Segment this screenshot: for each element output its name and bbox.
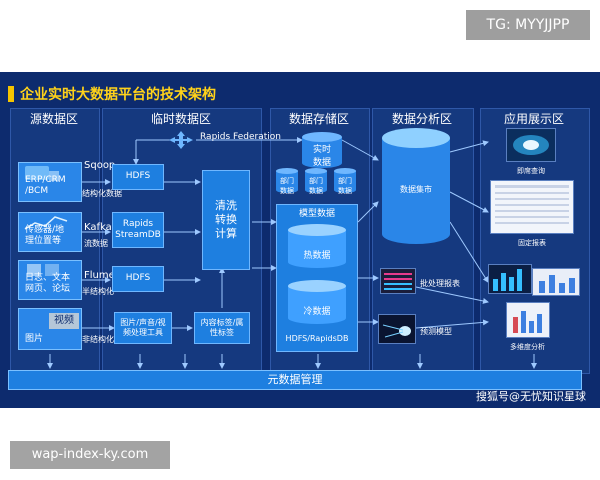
temp-zone-title: 临时数据区: [150, 112, 211, 126]
flume-sublabel: 半结构化: [82, 287, 114, 296]
kafka-sublabel: 流数据: [84, 239, 108, 248]
hot-data-label: 热数据: [303, 251, 331, 261]
multi-dim-thumbnail-1: [488, 264, 532, 294]
dept-data-label-1: 部门 数据: [280, 177, 294, 195]
batch-report-label: 批处理报表: [420, 279, 460, 288]
cold-data-cylinder: [288, 280, 346, 324]
multi-dim-thumbnail-3: [506, 302, 550, 338]
predict-model-thumbnail: [378, 314, 416, 344]
source-erp-text: ERP/CRM /BCM: [25, 175, 66, 197]
media-tool-box: 图片/声音/视 频处理工具: [114, 312, 172, 344]
video-thumbnail: 视频: [49, 313, 79, 329]
title-accent: [8, 86, 14, 102]
sohu-watermark: 搜狐号@无忧知识星球: [476, 390, 586, 403]
source-sensor-text: 传感器/地 理位置等: [25, 225, 65, 247]
federation-label: Rapids Federation: [200, 132, 281, 142]
fixed-report-label: 固定报表: [518, 239, 546, 247]
multi-dim-thumbnail-2: [532, 268, 580, 296]
sqoop-label: Sqoop: [84, 160, 116, 171]
tg-label: TG: MYYJJPP: [466, 10, 590, 40]
hdfs-box-2: HDFS: [112, 266, 164, 292]
dept-data-label-3: 部门 数据: [338, 177, 352, 195]
sqoop-sublabel: 结构化数据: [82, 189, 122, 198]
storage-zone-title: 数据存储区: [288, 112, 349, 126]
dept-data-label-2: 部门 数据: [309, 177, 323, 195]
federation-icon: [169, 131, 193, 149]
kafka-label: Kafka: [84, 222, 112, 233]
source-media: 视频 图片: [18, 308, 82, 350]
batch-report-thumbnail: [380, 268, 416, 294]
source-sensor: 传感器/地 理位置等: [18, 212, 82, 252]
chart-line-icon: [24, 216, 68, 230]
fixed-report-thumbnail: [490, 180, 574, 234]
source-zone-title: 源数据区: [29, 112, 78, 126]
dashboard-icon: [513, 135, 549, 155]
source-erp-crm: ERP/CRM /BCM: [18, 162, 82, 202]
report-grid-icon: [384, 273, 412, 290]
predict-model-label: 预测模型: [420, 327, 452, 336]
flume-label: Flume: [84, 270, 115, 281]
hot-data-cylinder: [288, 224, 346, 268]
data-mart-cylinder: [382, 128, 450, 244]
table-icon: [495, 185, 569, 224]
tagging-box: 内容标签/属 性标签: [194, 312, 250, 344]
diagram-title: 企业实时大数据平台的技术架构: [20, 87, 216, 103]
site-label: wap-index-ky.com: [10, 441, 170, 469]
column-chart-icon: [539, 275, 575, 293]
analysis-zone-title: 数据分析区: [391, 112, 452, 126]
database-icon: [25, 166, 59, 181]
dept-data-cylinders: [276, 168, 356, 193]
cold-data-label: 冷数据: [303, 307, 331, 317]
architecture-diagram: 企业实时大数据平台的技术架构 源数据区 临时数据区 数据存储区 数据分析区 应用…: [0, 72, 600, 408]
hdfs-box-1: HDFS: [112, 164, 164, 190]
instant-query-label: 即席查询: [517, 167, 545, 175]
instant-query-thumbnail: [506, 128, 556, 162]
realtime-data-label: 实时 数据: [312, 145, 331, 168]
source-media-text: 图片: [25, 334, 44, 345]
connector-lines: [47, 137, 537, 369]
unstructured-sublabel: 非结构化: [82, 335, 114, 344]
display-zone-title: 应用展示区: [503, 112, 564, 126]
metadata-management-bar: 元数据管理: [8, 370, 582, 390]
data-mart-label: 数据集市: [400, 185, 432, 194]
bar-chart-icon: [513, 311, 542, 333]
document-icon: [27, 264, 59, 276]
clean-transform-box: 清洗 转换 计算: [202, 170, 250, 270]
hdfs-rapidsdb-label: HDFS/RapidsDB: [285, 334, 349, 343]
multi-dim-label: 多维度分析: [510, 343, 545, 351]
source-logs-text: 日志、文本 网页、论坛: [25, 273, 71, 295]
bar-chart-icon: [493, 269, 522, 291]
light-burst-icon: [382, 324, 411, 338]
realtime-data-cylinder: [302, 132, 342, 168]
source-logs: 日志、文本 网页、论坛: [18, 260, 82, 300]
rapids-streamdb-box: Rapids StreamDB: [112, 212, 164, 248]
